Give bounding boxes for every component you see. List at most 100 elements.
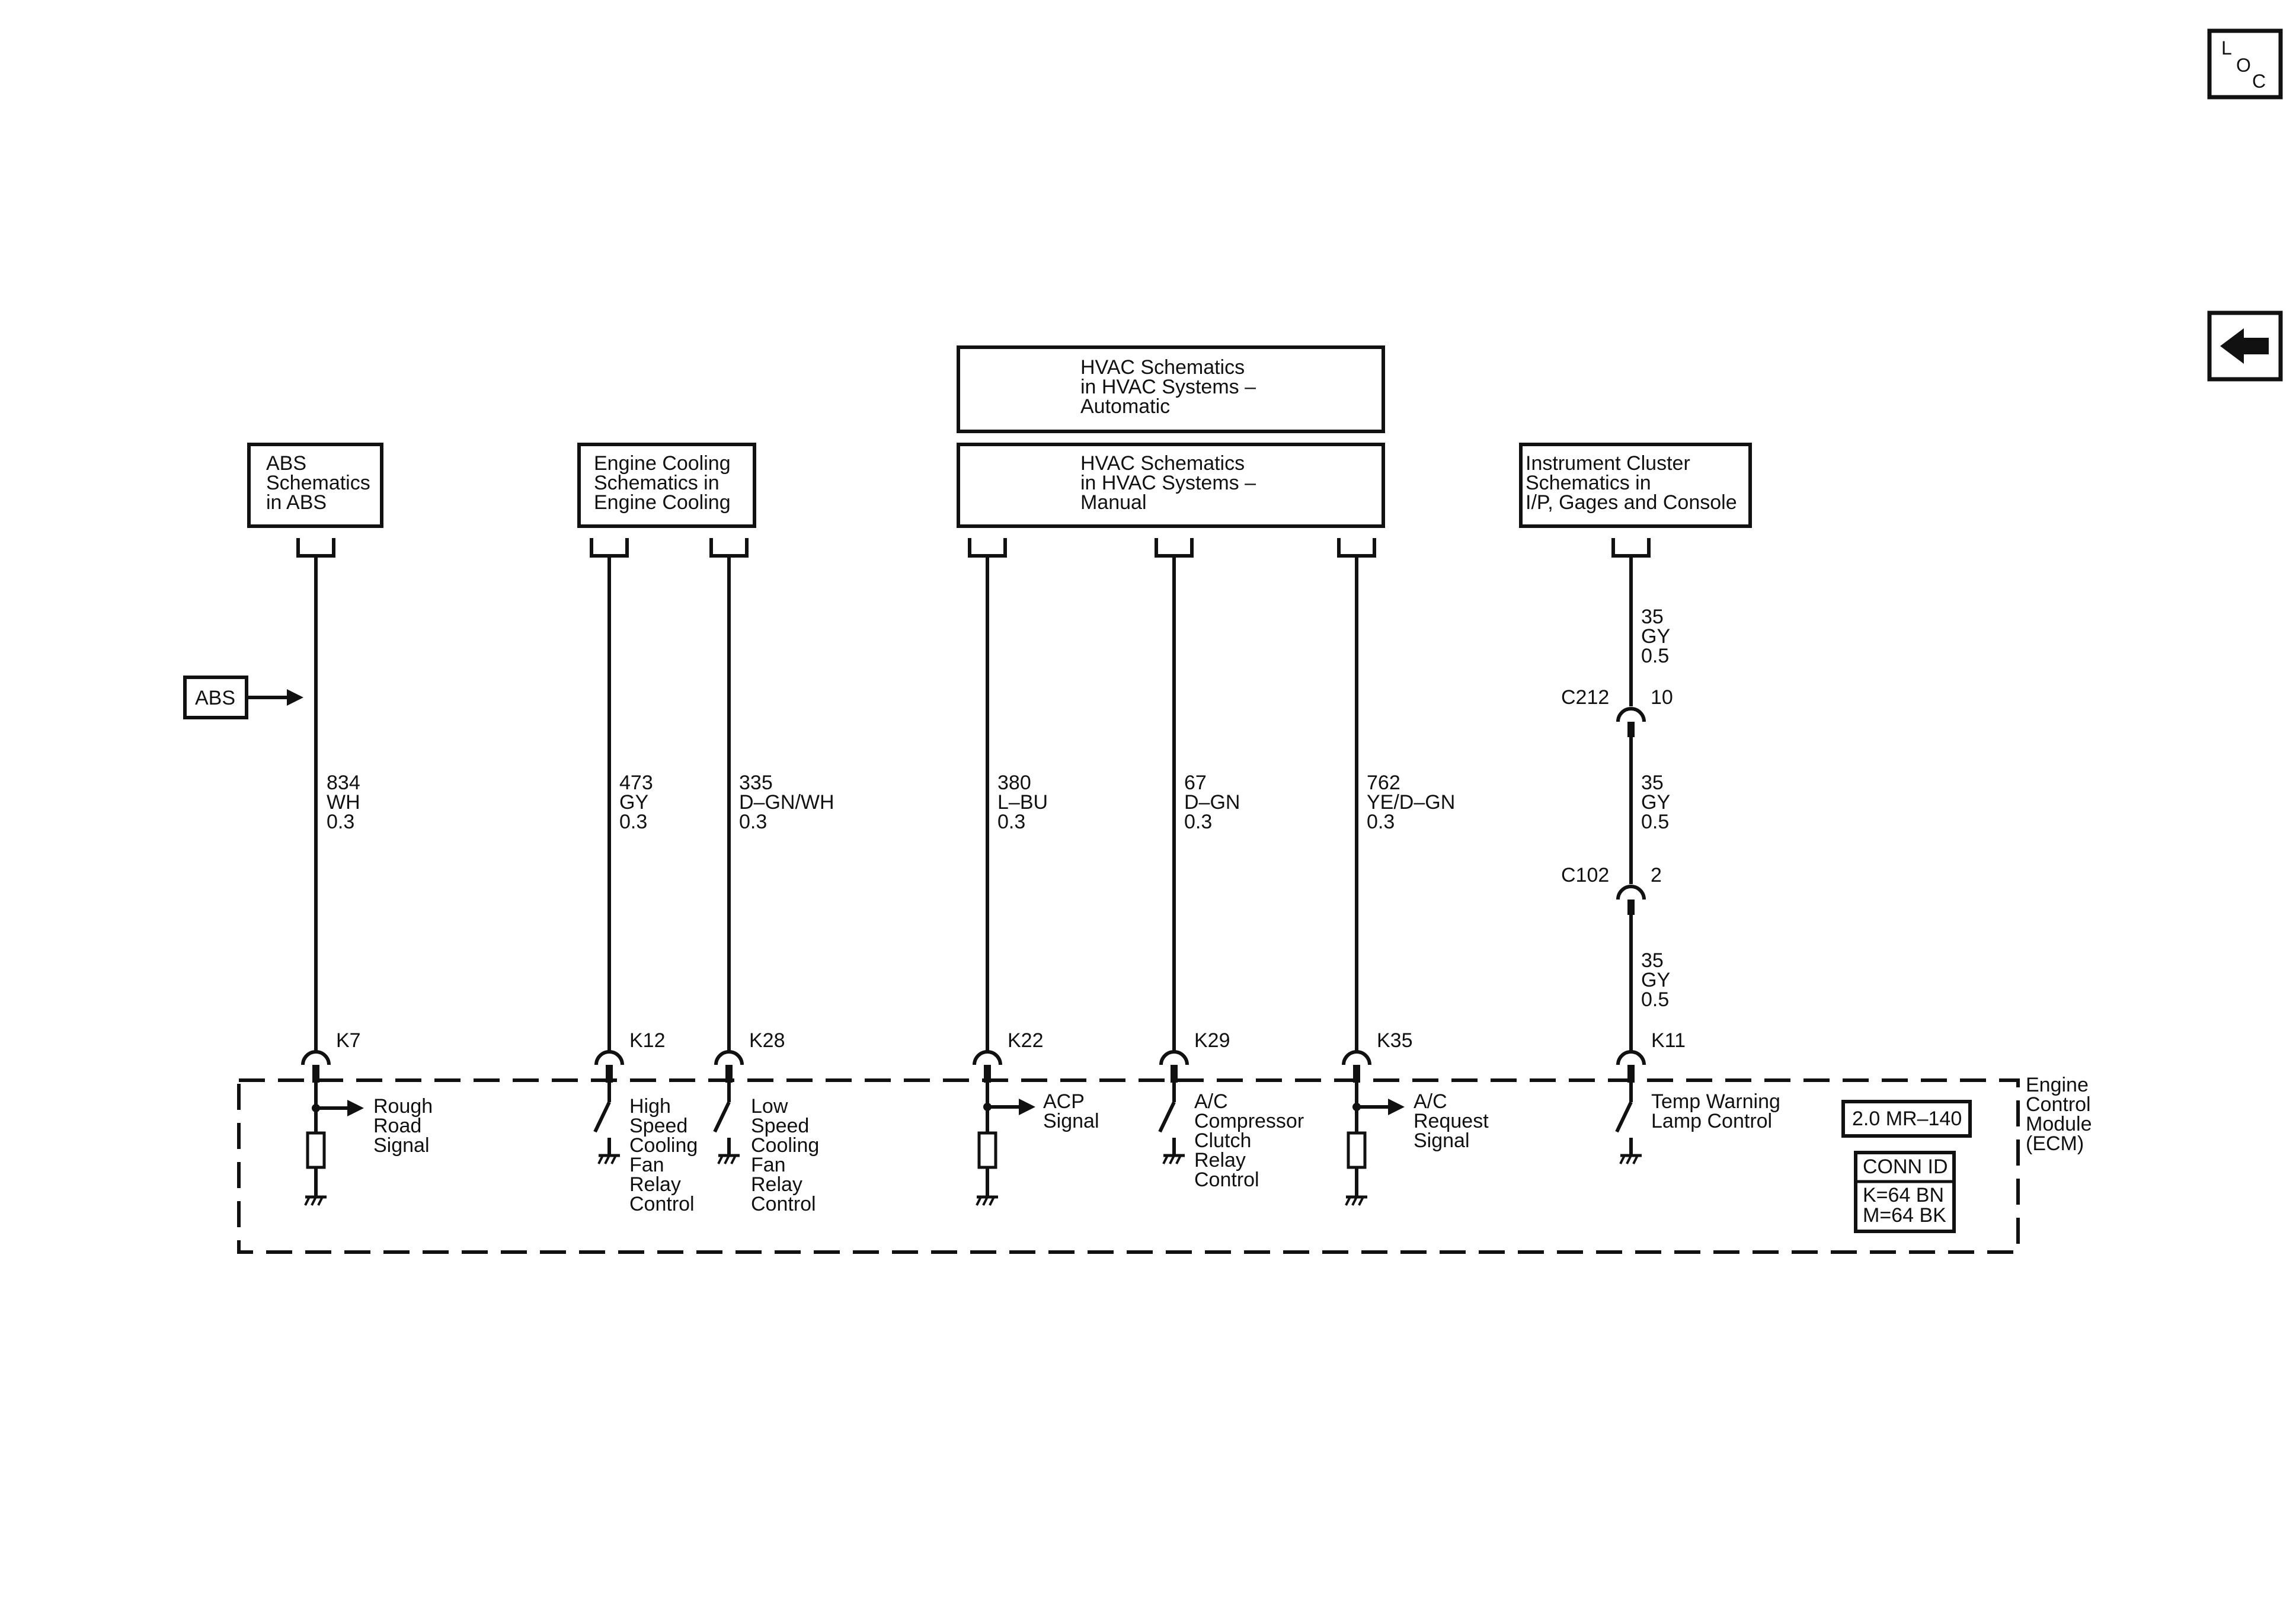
circuit-label-k29: A/C Compressor Clutch Relay Control: [1194, 1090, 1304, 1191]
instrument-cluster-ref-label: Instrument Cluster Schematics in I/P, Ga…: [1526, 452, 1737, 514]
svg-text:Relay: Relay: [629, 1173, 681, 1196]
svg-text:Road: Road: [373, 1115, 421, 1137]
svg-text:Manual: Manual: [1080, 491, 1147, 514]
svg-text:GY: GY: [1641, 625, 1670, 648]
pin-label-k7: K7: [336, 1029, 361, 1052]
svg-text:0.3: 0.3: [739, 811, 767, 833]
pin-label-k35: K35: [1377, 1029, 1413, 1052]
connector-bracket: [1611, 538, 1651, 558]
svg-text:0.5: 0.5: [1641, 988, 1669, 1011]
svg-text:WH: WH: [327, 791, 360, 814]
wire-label-k11-bot: 35 GY 0.5: [1641, 949, 1670, 1011]
svg-text:ACP: ACP: [1043, 1090, 1085, 1113]
wire-label-k12: 473 GY 0.3: [619, 772, 653, 833]
svg-text:0.5: 0.5: [1641, 645, 1669, 667]
module-part-box: [1841, 1100, 1972, 1138]
inline-connector-c212: [1616, 707, 1646, 722]
module-name-label: Engine Control Module (ECM): [2026, 1074, 2092, 1155]
svg-text:Schematics in: Schematics in: [594, 472, 720, 494]
svg-text:Compressor: Compressor: [1194, 1110, 1304, 1132]
svg-text:Lamp Control: Lamp Control: [1651, 1110, 1772, 1132]
svg-text:Control: Control: [751, 1193, 816, 1215]
svg-text:GY: GY: [619, 791, 648, 814]
svg-text:Rough: Rough: [373, 1095, 433, 1118]
svg-text:HVAC Schematics: HVAC Schematics: [1080, 356, 1245, 379]
svg-text:GY: GY: [1641, 969, 1670, 991]
circuit-k28: [713, 1083, 740, 1164]
svg-text:67: 67: [1184, 772, 1207, 794]
connector-bracket: [709, 538, 749, 558]
wire-label-k11-top: 35 GY 0.5: [1641, 606, 1670, 667]
svg-text:335: 335: [739, 772, 773, 794]
conn-id-box: [1854, 1151, 1956, 1233]
svg-text:Fan: Fan: [629, 1154, 664, 1176]
svg-text:in HVAC Systems –: in HVAC Systems –: [1080, 472, 1256, 494]
conn-id-k: K=64 BN: [1863, 1184, 1944, 1206]
wire-label-k35: 762 YE/D–GN 0.3: [1367, 772, 1455, 833]
c102-pin: 2: [1651, 864, 1662, 886]
left-arrow-icon: [2220, 328, 2269, 364]
svg-text:762: 762: [1367, 772, 1400, 794]
svg-text:Signal: Signal: [373, 1134, 430, 1157]
svg-text:Signal: Signal: [1414, 1129, 1470, 1152]
svg-text:0.3: 0.3: [619, 811, 647, 833]
loc-button[interactable]: [2207, 28, 2283, 100]
svg-text:Schematics in: Schematics in: [1526, 472, 1651, 494]
svg-text:Control: Control: [1194, 1169, 1259, 1191]
svg-text:Low: Low: [751, 1095, 788, 1118]
svg-text:0.3: 0.3: [327, 811, 354, 833]
back-button[interactable]: [2207, 311, 2283, 382]
svg-text:Request: Request: [1414, 1110, 1489, 1132]
circuit-k7: [304, 1083, 364, 1206]
svg-text:YE/D–GN: YE/D–GN: [1367, 791, 1455, 814]
abs-ref-label: ABS Schematics in ABS: [266, 452, 370, 514]
c102-label: C102: [1561, 864, 1609, 886]
svg-text:Engine Cooling: Engine Cooling: [594, 491, 731, 514]
pin-label-k28: K28: [749, 1029, 785, 1052]
svg-text:380: 380: [997, 772, 1031, 794]
hvac-auto-ref-box[interactable]: [957, 345, 1385, 433]
instrument-cluster-ref-box[interactable]: [1519, 443, 1752, 528]
svg-text:Control: Control: [2026, 1093, 2091, 1116]
svg-text:35: 35: [1641, 949, 1664, 972]
svg-text:in HVAC Systems –: in HVAC Systems –: [1080, 376, 1256, 398]
connector-bracket: [1155, 538, 1194, 558]
abs-ref-box[interactable]: [247, 443, 383, 528]
svg-text:Engine: Engine: [2026, 1074, 2089, 1096]
hvac-manual-ref-box[interactable]: [957, 443, 1385, 528]
loc-letter-o: O: [2236, 55, 2251, 76]
svg-text:D–GN/WH: D–GN/WH: [739, 791, 834, 814]
wire-label-k29: 67 D–GN 0.3: [1184, 772, 1240, 833]
svg-text:HVAC Schematics: HVAC Schematics: [1080, 452, 1245, 475]
svg-text:Automatic: Automatic: [1080, 395, 1170, 418]
svg-text:473: 473: [619, 772, 653, 794]
circuit-k35: [1345, 1083, 1405, 1206]
ecm-pin-connectors: [301, 1050, 1646, 1083]
circuit-label-k11: Temp Warning Lamp Control: [1651, 1090, 1780, 1132]
svg-text:Speed: Speed: [751, 1115, 809, 1137]
wire-label-k7: 834 WH 0.3: [327, 772, 360, 833]
loc-letter-l: L: [2221, 37, 2232, 59]
circuit-k11: [1615, 1083, 1642, 1164]
svg-text:L–BU: L–BU: [997, 791, 1048, 814]
svg-text:0.3: 0.3: [997, 811, 1025, 833]
ecm-boundary: [237, 1078, 2020, 1254]
svg-text:0.5: 0.5: [1641, 811, 1669, 833]
svg-text:834: 834: [327, 772, 360, 794]
engine-cooling-ref-box[interactable]: [577, 443, 756, 528]
conn-id-title: CONN ID: [1863, 1156, 1948, 1178]
pin-label-k29: K29: [1194, 1029, 1230, 1052]
c212-label: C212: [1561, 686, 1609, 709]
connector-bracket: [968, 538, 1007, 558]
circuit-k22: [976, 1083, 1035, 1206]
svg-text:A/C: A/C: [1414, 1090, 1447, 1113]
svg-text:Module: Module: [2026, 1113, 2092, 1135]
svg-text:Temp Warning: Temp Warning: [1651, 1090, 1780, 1113]
hvac-auto-ref-label: HVAC Schematics in HVAC Systems – Automa…: [1080, 356, 1256, 418]
svg-text:High: High: [629, 1095, 671, 1118]
svg-text:0.3: 0.3: [1367, 811, 1395, 833]
svg-text:I/P, Gages and Console: I/P, Gages and Console: [1526, 491, 1737, 514]
conn-id-m: M=64 BK: [1863, 1204, 1946, 1227]
svg-text:D–GN: D–GN: [1184, 791, 1240, 814]
svg-text:Schematics: Schematics: [266, 472, 370, 494]
